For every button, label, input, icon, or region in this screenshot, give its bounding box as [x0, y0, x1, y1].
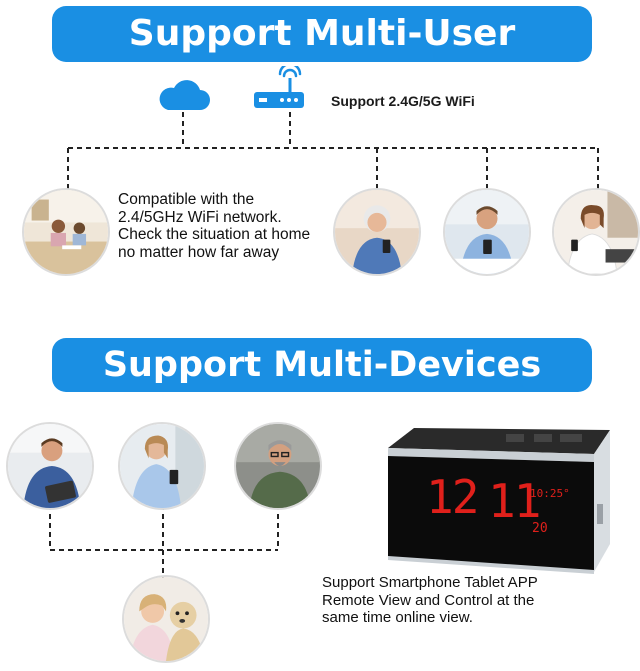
photo-woman-phone-laptop — [552, 188, 640, 276]
wifi-support-label: Support 2.4G/5G WiFi — [331, 93, 475, 109]
photo-elderly-woman-phone — [333, 188, 421, 276]
banner-support-multi-devices: Support Multi-Devices — [52, 338, 592, 392]
banner-support-multi-user: Support Multi-User — [52, 6, 592, 62]
clock-small-temp: 20 — [532, 521, 548, 536]
photo-man-glasses — [234, 422, 322, 510]
photo-family-kitchen — [22, 188, 110, 276]
cloud-icon — [159, 80, 210, 110]
compatibility-description: Compatible with the 2.4/5GHz WiFi networ… — [118, 191, 311, 261]
photo-woman-phone — [118, 422, 206, 510]
clock-hours: 12 — [426, 470, 479, 524]
clock-small-time: 10:25° — [530, 487, 570, 500]
remote-view-description: Support Smartphone Tablet APP Remote Vie… — [322, 574, 538, 626]
mirror-clock-device: 12 11 10:25° 20 — [384, 426, 614, 576]
photo-man-tablet — [6, 422, 94, 510]
clock-minutes: 11 — [488, 474, 541, 528]
photo-man-phone — [443, 188, 531, 276]
photo-girl-with-dog — [122, 575, 210, 663]
router-icon — [254, 66, 304, 108]
